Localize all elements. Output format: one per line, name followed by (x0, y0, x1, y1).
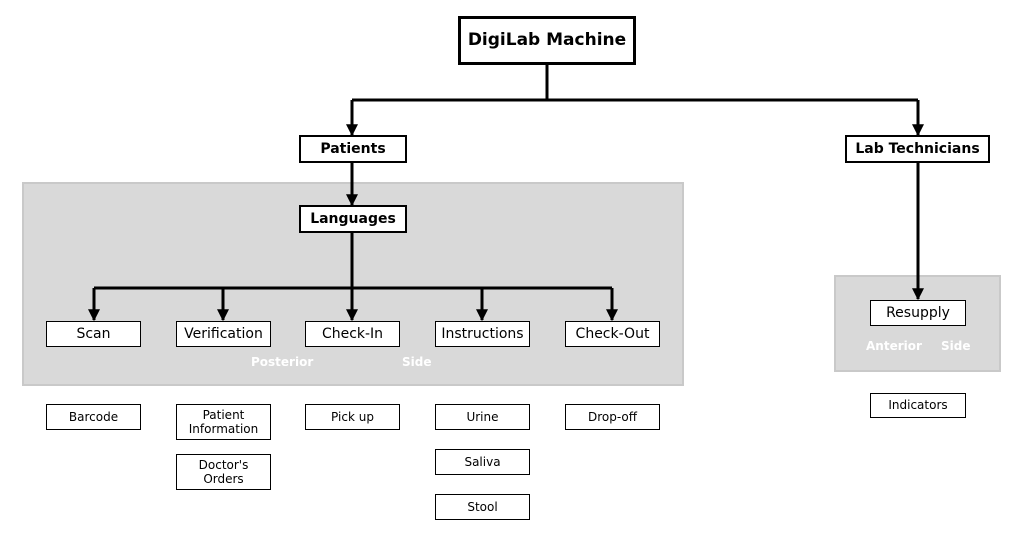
scan-node: Scan (46, 321, 141, 347)
check-in-node: Check-In (305, 321, 400, 347)
stool-node: Stool (435, 494, 530, 520)
check-out-node: Check-Out (565, 321, 660, 347)
resupply-node: Resupply (870, 300, 966, 326)
doctors-orders-node: Doctor's Orders (176, 454, 271, 490)
indicators-node: Indicators (870, 393, 966, 418)
anterior-label: Anterior (866, 339, 922, 353)
lab-technicians-node: Lab Technicians (845, 135, 990, 163)
urine-node: Urine (435, 404, 530, 430)
verification-node: Verification (176, 321, 271, 347)
instructions-node: Instructions (435, 321, 530, 347)
saliva-node: Saliva (435, 449, 530, 475)
digilab-machine-node: DigiLab Machine (458, 16, 636, 65)
barcode-node: Barcode (46, 404, 141, 430)
patient-information-node: Patient Information (176, 404, 271, 440)
languages-node: Languages (299, 205, 407, 233)
patients-node: Patients (299, 135, 407, 163)
drop-off-node: Drop-off (565, 404, 660, 430)
anterior-side-label: Side (941, 339, 971, 353)
posterior-label: Posterior (251, 355, 314, 369)
posterior-side-label: Side (402, 355, 432, 369)
pick-up-node: Pick up (305, 404, 400, 430)
